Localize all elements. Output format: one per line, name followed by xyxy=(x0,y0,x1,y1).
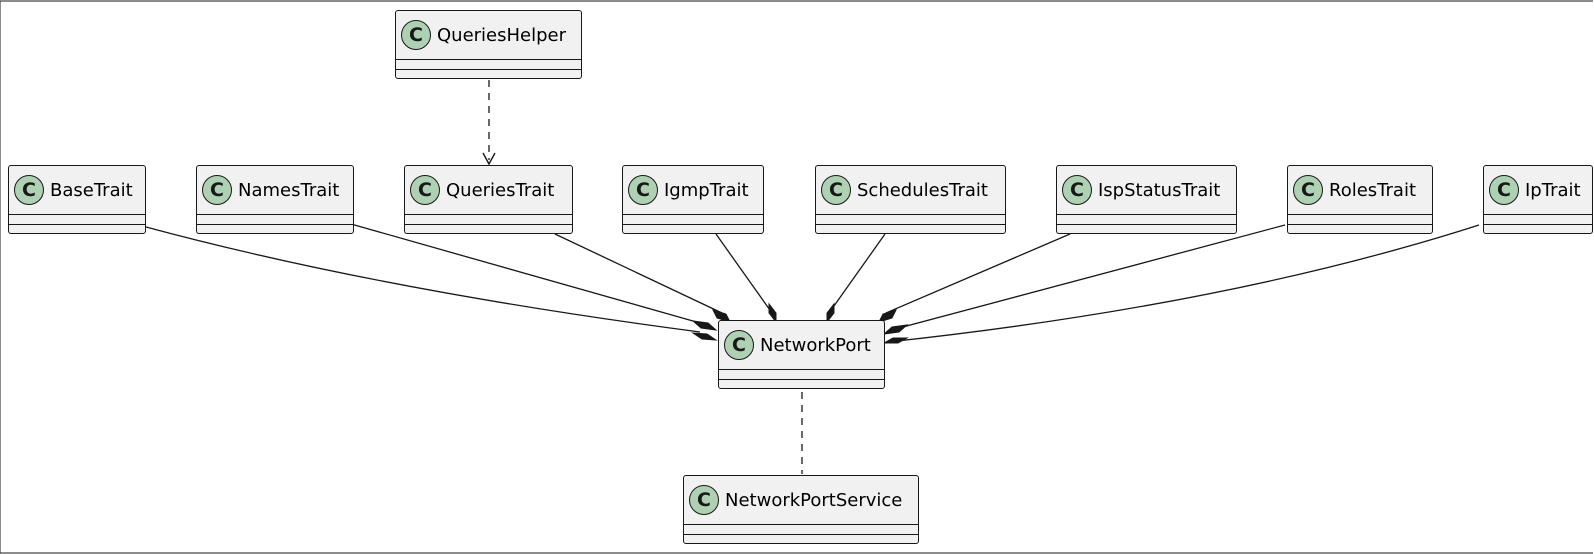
diamond-queries-trait xyxy=(712,309,731,323)
class-icon: C xyxy=(14,175,44,205)
class-name: IpTrait xyxy=(1525,179,1581,201)
diamond-roles-trait xyxy=(882,324,909,335)
class-name: NamesTrait xyxy=(238,179,340,201)
class-icon: C xyxy=(410,175,440,205)
diamond-base-trait xyxy=(691,332,718,341)
class-name: IspStatusTrait xyxy=(1098,179,1221,201)
class-icon: C xyxy=(1293,175,1323,205)
class-name: BaseTrait xyxy=(50,179,133,201)
class-names-trait[interactable]: C NamesTrait xyxy=(196,165,354,234)
class-network-port-service[interactable]: C NetworkPortService xyxy=(683,475,919,544)
class-icon: C xyxy=(628,175,658,205)
relation-ip-trait-to-network-port xyxy=(887,224,1480,343)
class-base-trait[interactable]: C BaseTrait xyxy=(8,165,146,234)
class-schedules-trait[interactable]: C SchedulesTrait xyxy=(815,165,1006,234)
class-name: QueriesTrait xyxy=(446,179,555,201)
class-roles-trait[interactable]: C RolesTrait xyxy=(1287,165,1433,234)
class-isp-status-trait[interactable]: C IspStatusTrait xyxy=(1056,165,1237,234)
class-icon: C xyxy=(1489,175,1519,205)
class-network-port[interactable]: C NetworkPort xyxy=(718,320,885,389)
class-name: SchedulesTrait xyxy=(857,179,988,201)
relation-isp-status-trait-to-network-port xyxy=(885,233,1071,314)
class-name: RolesTrait xyxy=(1329,179,1417,201)
class-queries-trait[interactable]: C QueriesTrait xyxy=(404,165,573,234)
diamond-schedules-trait xyxy=(826,302,835,324)
diamond-isp-status-trait xyxy=(878,309,897,323)
dependency-arrowhead xyxy=(482,152,496,166)
class-icon: C xyxy=(1062,175,1092,205)
relation-names-trait-to-network-port xyxy=(350,223,701,324)
diamond-igmp-trait xyxy=(768,302,777,324)
class-name: QueriesHelper xyxy=(437,24,567,46)
class-icon: C xyxy=(202,175,232,205)
diamond-names-trait xyxy=(691,320,718,331)
class-icon: C xyxy=(689,485,719,515)
class-icon: C xyxy=(821,175,851,205)
class-ip-trait[interactable]: C IpTrait xyxy=(1483,165,1593,234)
class-icon: C xyxy=(401,20,431,50)
class-name: NetworkPortService xyxy=(725,489,903,511)
class-name: NetworkPort xyxy=(760,334,871,356)
composition-diamonds xyxy=(691,302,909,344)
class-igmp-trait[interactable]: C IgmpTrait xyxy=(622,165,764,234)
diamond-ip-trait xyxy=(882,337,909,344)
relation-igmp-trait-to-network-port xyxy=(715,233,773,314)
relation-queries-trait-to-network-port xyxy=(554,233,723,314)
relation-schedules-trait-to-network-port xyxy=(828,233,886,314)
class-name: IgmpTrait xyxy=(664,179,749,201)
relation-base-trait-to-network-port xyxy=(145,226,701,333)
class-queries-helper[interactable]: C QueriesHelper xyxy=(395,10,582,79)
class-icon: C xyxy=(724,330,754,360)
relation-roles-trait-to-network-port xyxy=(887,224,1286,332)
